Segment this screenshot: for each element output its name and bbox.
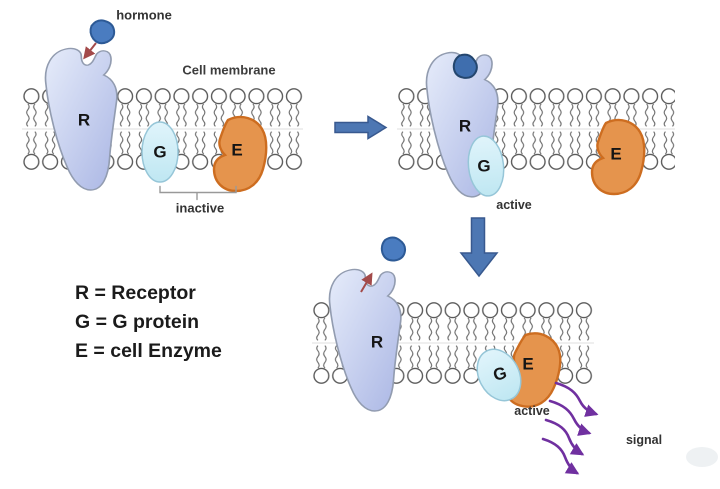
- inactive-bracket: [159, 185, 237, 201]
- enzyme-letter-panel3: E: [522, 354, 534, 374]
- g-protein-panel3: [476, 348, 522, 402]
- signal-arrows: [541, 381, 599, 475]
- signal-label: signal: [625, 432, 663, 447]
- legend-g-protein: G = G protein: [75, 311, 200, 333]
- g-protein-panel1: [141, 121, 179, 183]
- enzyme-letter-panel2: E: [610, 144, 622, 164]
- hormone-release-arrow: [360, 272, 373, 293]
- cell-membrane-label: Cell membrane: [182, 62, 276, 78]
- signal-arrow-2: [548, 399, 592, 436]
- enzyme-letter-panel1: E: [231, 140, 243, 160]
- receptor-letter-panel1: R: [77, 110, 91, 130]
- step-arrow-down: [459, 217, 499, 278]
- receptor-letter-panel2: R: [458, 116, 472, 136]
- g-protein-letter-panel2: G: [477, 156, 491, 176]
- legend-enzyme: E = cell Enzyme: [75, 340, 222, 362]
- signal-arrow-4: [541, 437, 580, 475]
- hormone-binding-arrow: [83, 42, 97, 60]
- legend: R = Receptor G = G protein E = cell Enzy…: [75, 279, 222, 366]
- receptor-letter-panel3: R: [370, 332, 384, 352]
- hormone-label: hormone: [116, 7, 172, 23]
- legend-receptor: R = Receptor: [75, 282, 196, 304]
- active-label-panel2: active: [496, 197, 532, 212]
- hormone-released-panel3: [379, 235, 408, 264]
- signal-arrow-1: [554, 381, 599, 417]
- g-protein-letter-panel1: G: [153, 142, 167, 162]
- corner-shadow: [686, 447, 718, 467]
- active-label-panel3: active: [514, 403, 550, 418]
- signal-arrow-3: [544, 418, 585, 456]
- receptor-panel3: [328, 268, 402, 412]
- step-arrow-right: [334, 115, 388, 140]
- g-protein-panel2: [467, 135, 505, 197]
- inactive-label: inactive: [175, 200, 225, 216]
- hormone-panel1: [87, 16, 118, 47]
